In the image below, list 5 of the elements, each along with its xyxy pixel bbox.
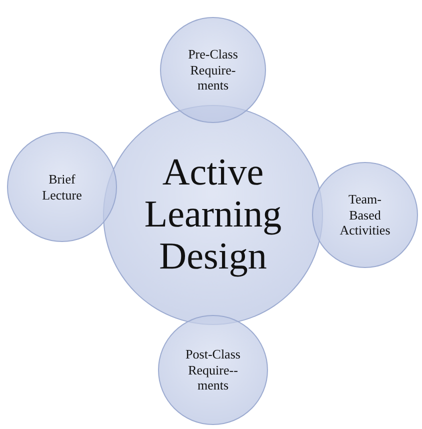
node-label: Active Learning Design bbox=[143, 152, 283, 278]
node-label: Brief Lecture bbox=[41, 171, 83, 203]
node-label: Pre-Class Require- ments bbox=[187, 46, 239, 94]
node-label: Team- Based Activities bbox=[338, 192, 392, 238]
node-label: Post-Class Require-- ments bbox=[184, 346, 242, 394]
